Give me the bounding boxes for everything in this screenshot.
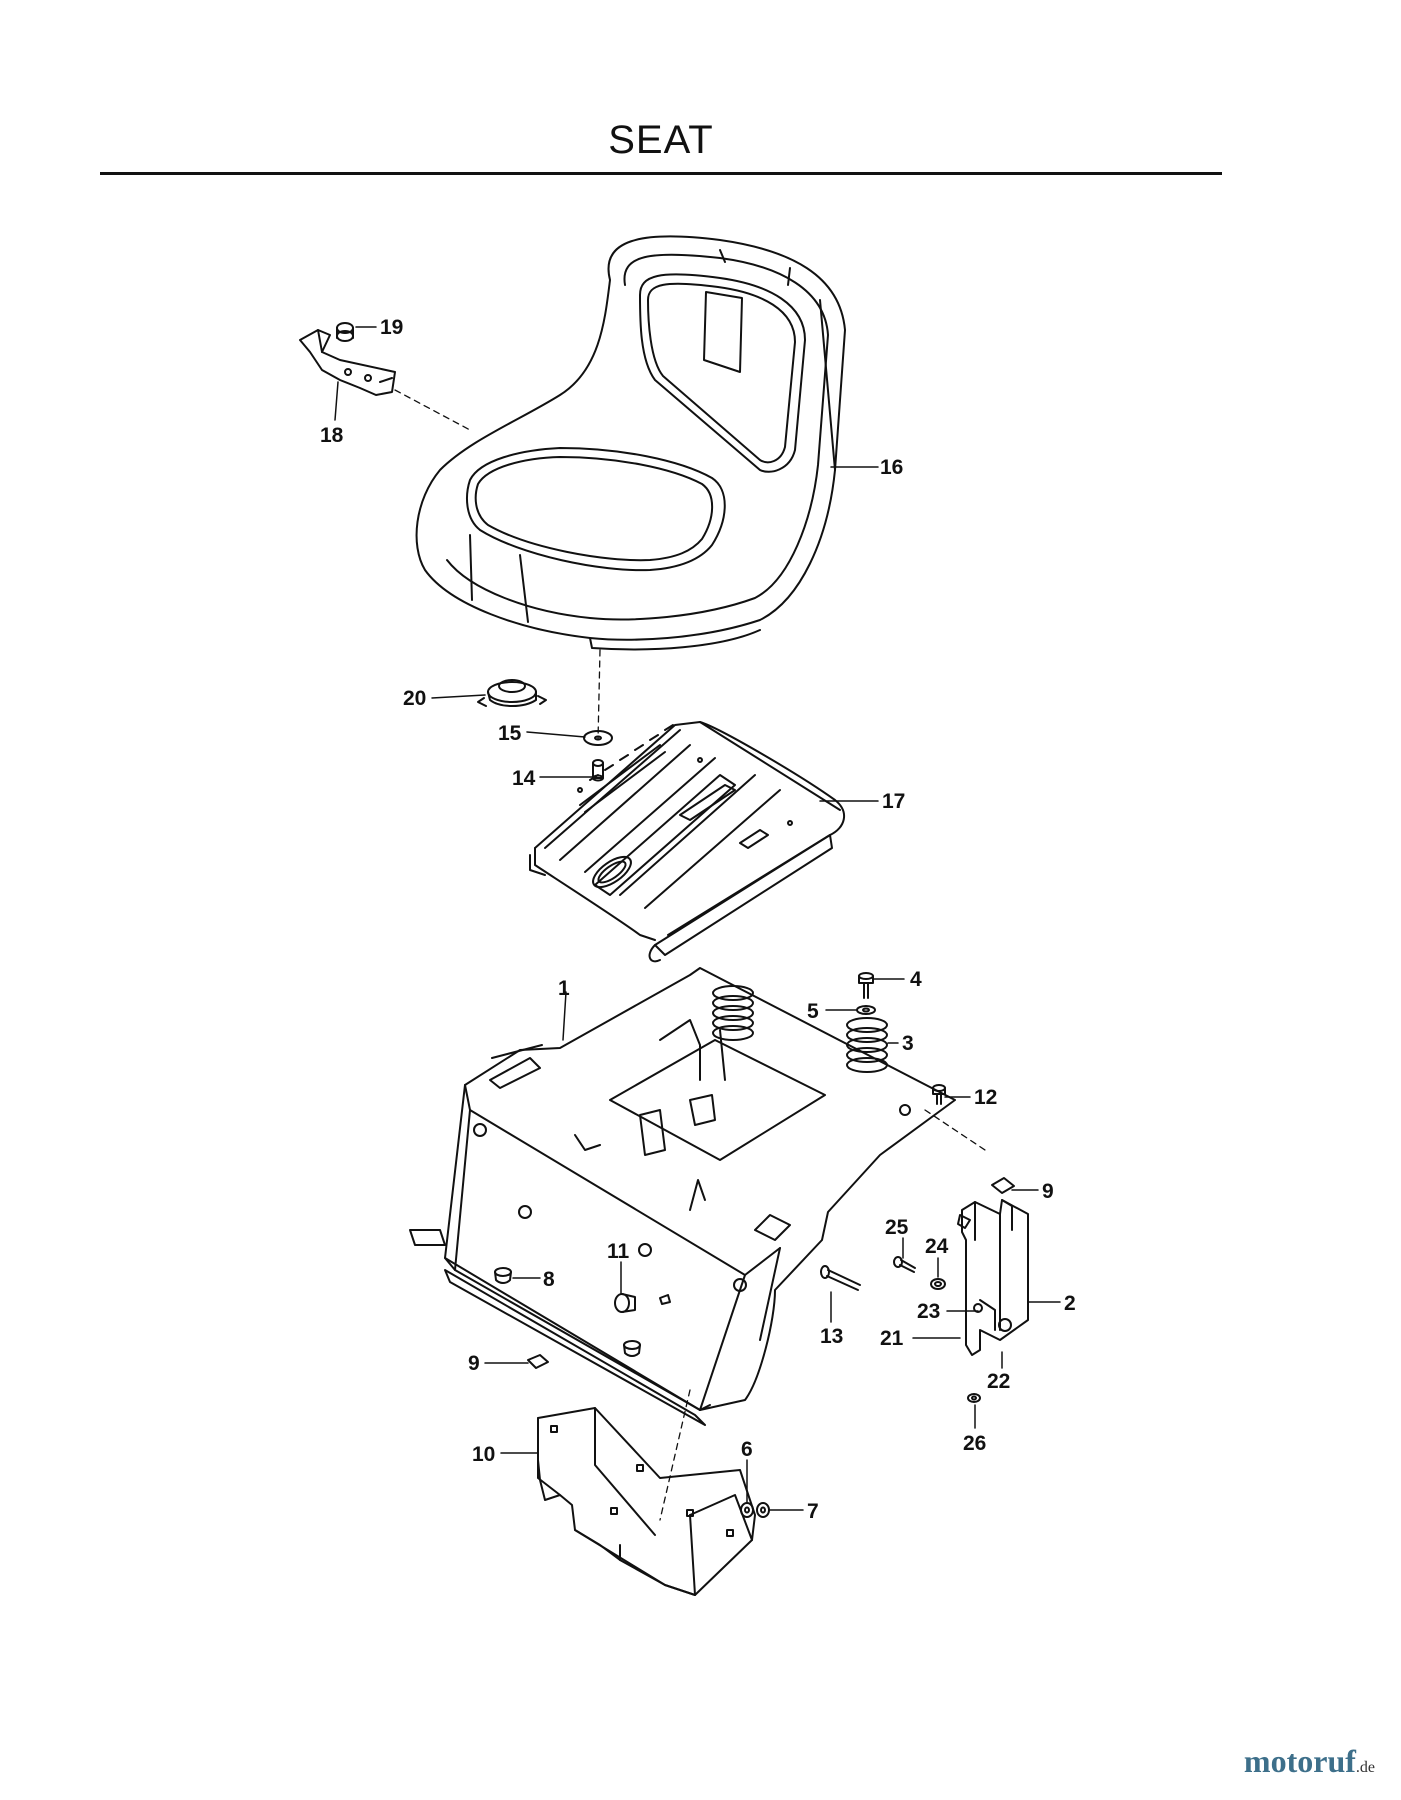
- label-23: 23: [917, 1300, 940, 1323]
- label-25: 25: [885, 1216, 909, 1239]
- label-1: 1: [558, 977, 570, 1000]
- washer-6: [740, 1502, 754, 1518]
- washer-15: [583, 730, 613, 746]
- label-19: 19: [380, 316, 403, 339]
- side-bracket: [957, 1199, 1029, 1356]
- label-13: 13: [820, 1325, 843, 1348]
- knob-11: [614, 1293, 671, 1313]
- label-9-upper: 9: [1042, 1180, 1054, 1203]
- bolt-25: [893, 1256, 916, 1273]
- knob-8: [494, 1267, 641, 1357]
- label-9-lower: 9: [468, 1352, 480, 1375]
- assembly-guide-lines: [394, 389, 986, 1521]
- label-4: 4: [910, 968, 922, 991]
- label-16: 16: [880, 456, 903, 479]
- page-title: SEAT: [608, 118, 714, 162]
- label-18: 18: [320, 424, 344, 447]
- label-10: 10: [472, 1443, 495, 1466]
- lower-bracket: [537, 1407, 756, 1596]
- label-7: 7: [807, 1500, 819, 1523]
- label-2: 2: [1064, 1292, 1076, 1315]
- label-14: 14: [512, 767, 536, 790]
- clip-9-upper: [991, 1177, 1015, 1194]
- bolt-13: [820, 1265, 861, 1291]
- label-22: 22: [987, 1370, 1010, 1393]
- spring-left: [712, 985, 754, 1041]
- watermark-text: motoruf: [1243, 1743, 1356, 1779]
- label-5: 5: [807, 1000, 819, 1023]
- washer-5: [856, 1005, 876, 1015]
- seat-switch: [477, 679, 547, 707]
- label-17: 17: [882, 790, 905, 813]
- label-21: 21: [880, 1327, 904, 1350]
- watermark-domain: .de: [1355, 1759, 1375, 1776]
- seat-frame: [409, 967, 956, 1426]
- title-underline: [100, 172, 1222, 175]
- label-15: 15: [498, 722, 522, 745]
- nut-24: [930, 1278, 946, 1290]
- label-12: 12: [974, 1086, 997, 1109]
- part-labels: 19 18 16 20 15 14 17 1 4 5 3 12 9 25 24 …: [320, 316, 1076, 1523]
- bolt-12: [899, 1084, 946, 1116]
- bolt-4: [858, 972, 874, 999]
- seat-cushion: [415, 235, 846, 651]
- watermark-logo: motoruf.de: [1244, 1743, 1375, 1780]
- nut-26: [967, 1393, 981, 1403]
- spring-3: [846, 1017, 888, 1073]
- spring-clip: [336, 322, 354, 342]
- label-8: 8: [543, 1268, 555, 1291]
- label-20: 20: [403, 687, 426, 710]
- label-11: 11: [607, 1240, 630, 1263]
- clip-9-lower: [527, 1354, 549, 1369]
- seat-pan: [529, 721, 845, 963]
- leader-lines: [355, 326, 1061, 1511]
- label-3: 3: [902, 1032, 914, 1055]
- label-26: 26: [963, 1432, 986, 1455]
- nut-7: [756, 1502, 770, 1518]
- label-6: 6: [741, 1438, 753, 1461]
- seat-switch-bracket: [299, 329, 396, 421]
- label-24: 24: [925, 1235, 949, 1258]
